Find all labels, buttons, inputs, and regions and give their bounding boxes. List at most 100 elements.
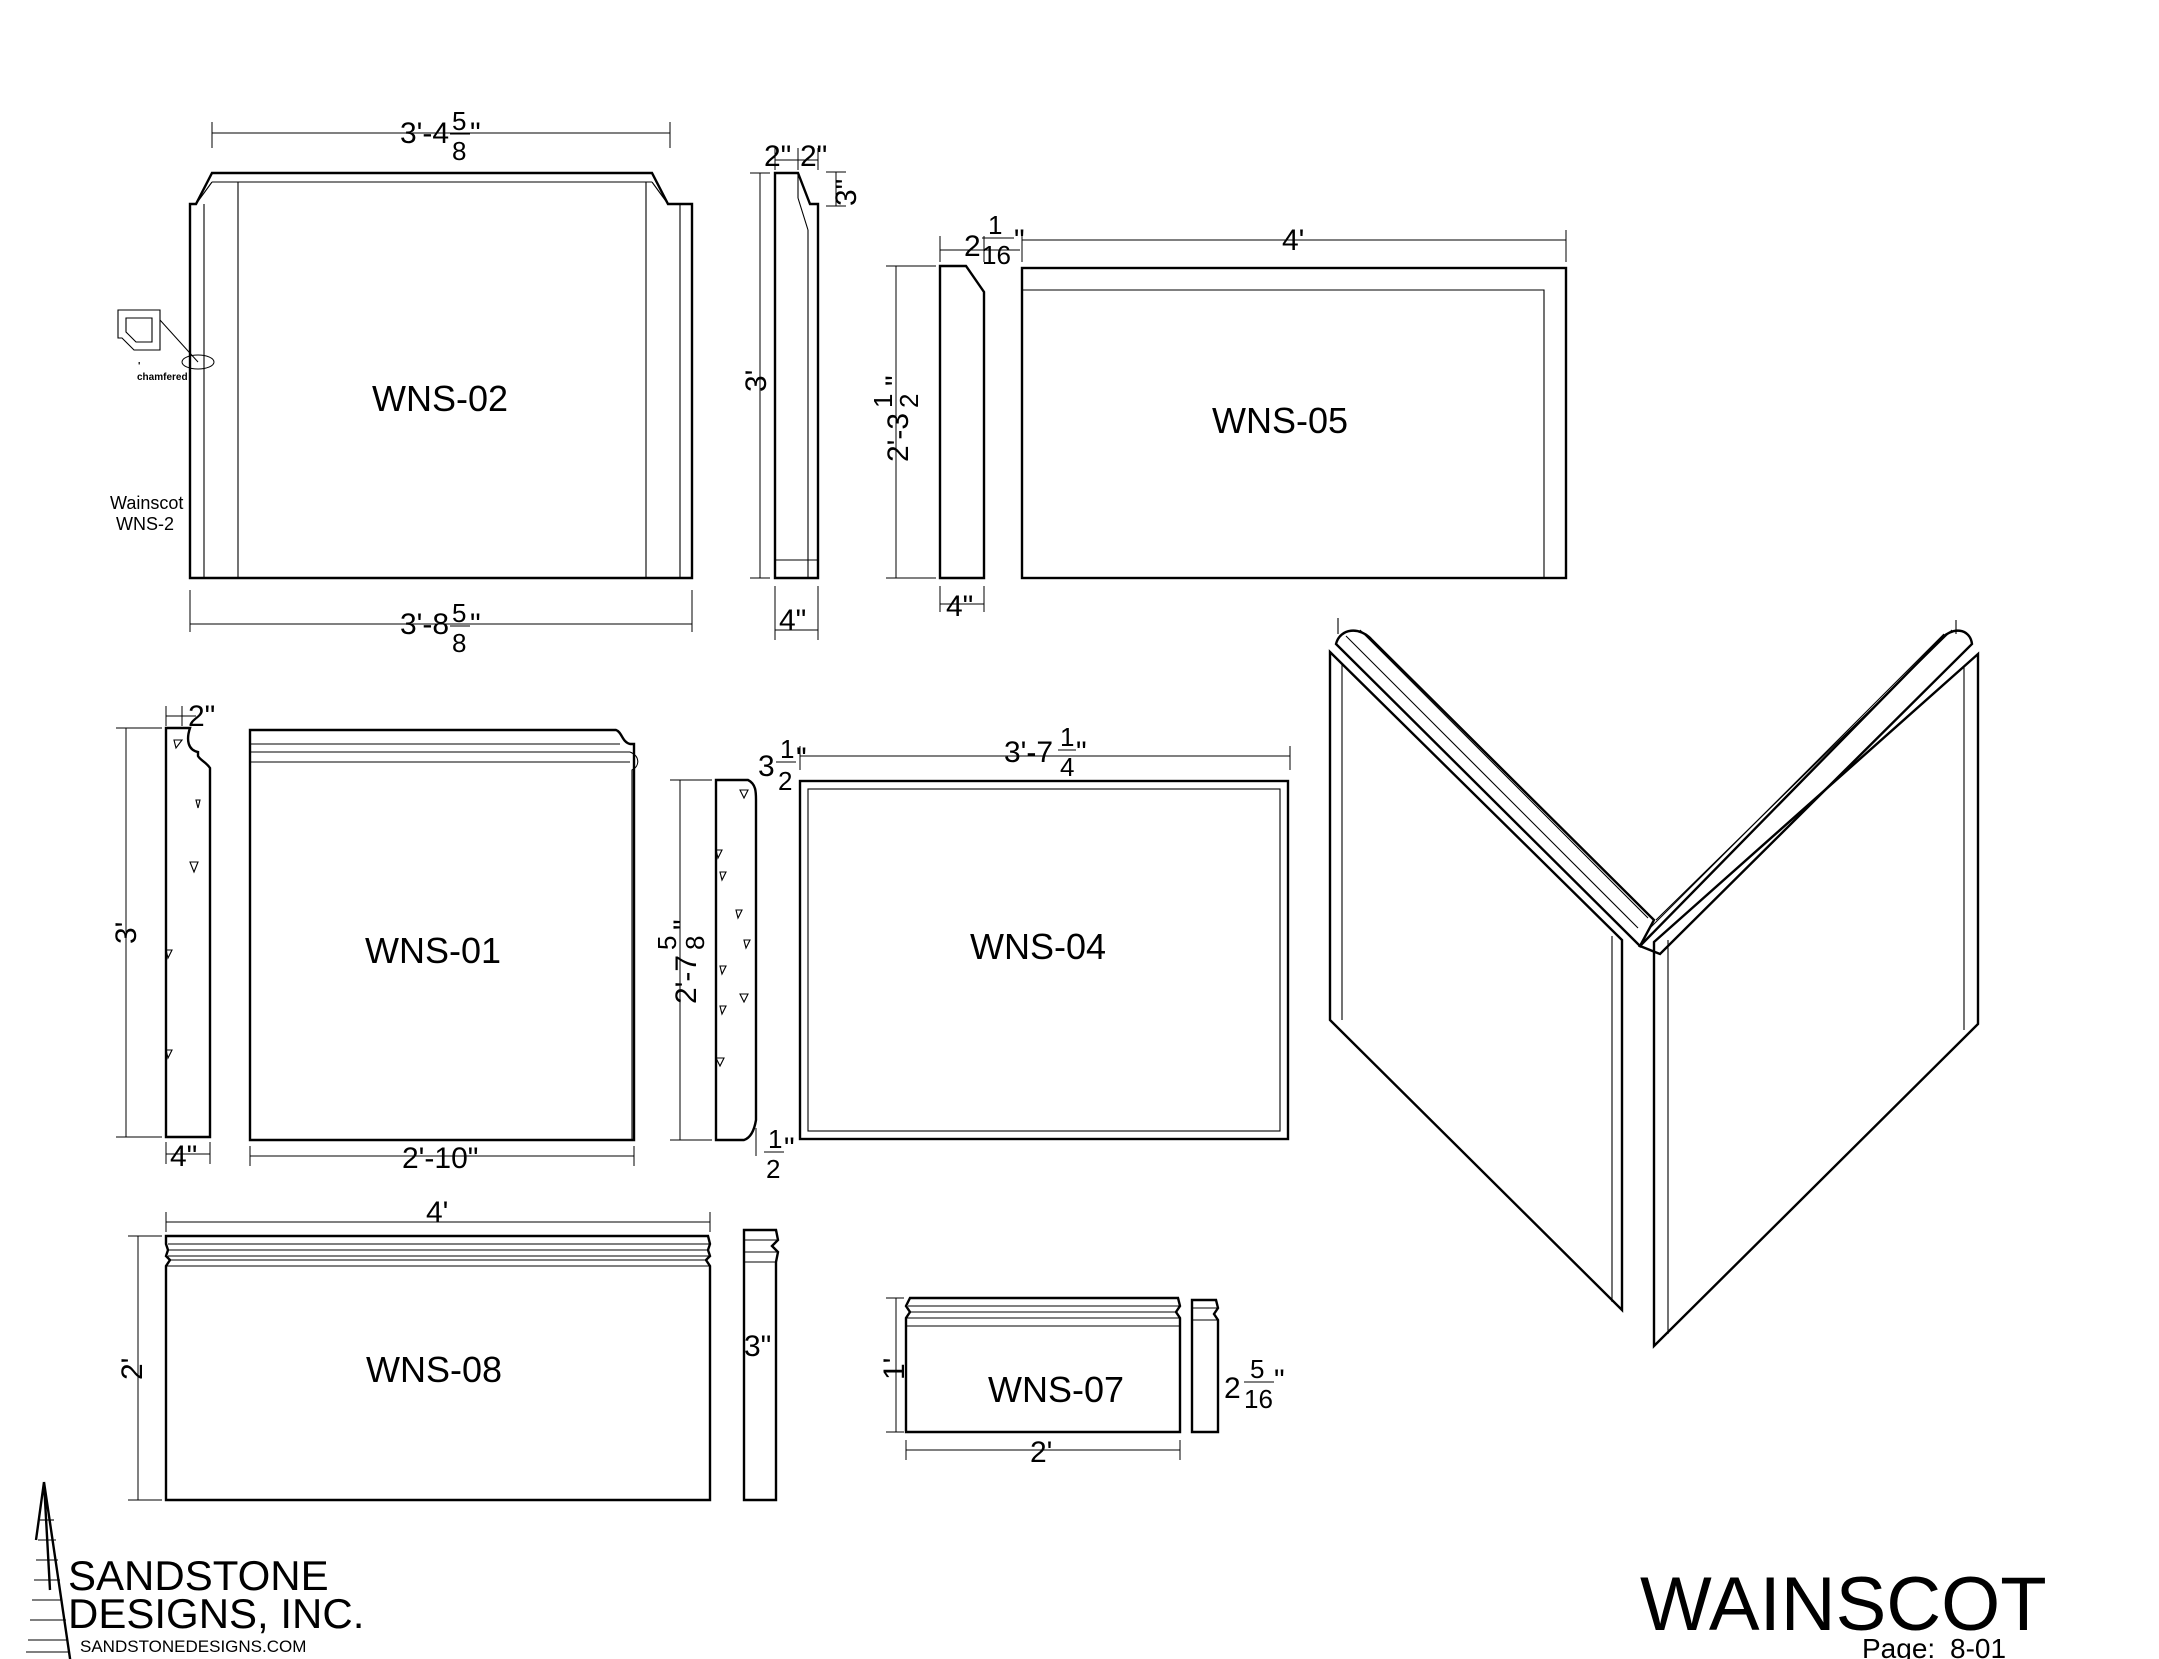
wns-04-side-bottom-den: 2 — [766, 1154, 780, 1184]
wns-04-width-num: 1 — [1060, 722, 1074, 752]
wns-07-profile-outline — [1190, 1298, 1220, 1434]
wns-05-label: WNS-05 — [1212, 400, 1348, 441]
wns-02-side-height-dim: 3' — [740, 370, 773, 392]
wns-02-profile-outline — [773, 171, 820, 580]
page-number: 8-01 — [1950, 1633, 2006, 1659]
wns-07-side-dim: 2 — [1224, 1372, 1241, 1405]
wns-04-side-top-dim: 3 — [758, 750, 775, 783]
wns-04-side-bottom-num: 1 — [768, 1124, 782, 1154]
wns-05-profile-outline — [938, 264, 986, 580]
svg-text:": " — [796, 742, 807, 775]
svg-text:": " — [784, 1132, 795, 1165]
title-block: WAINSCOT Page: 8-01 — [1640, 1562, 2047, 1659]
brand-name-line1: SANDSTONE — [68, 1552, 329, 1599]
wns-05-side-top-dim: 2 — [964, 230, 981, 263]
wns-04-width-den: 4 — [1060, 752, 1074, 782]
panel-wns-01: WNS-01 2'-10" — [248, 728, 639, 1175]
svg-text:": " — [1014, 224, 1025, 257]
wns-02-outline — [188, 171, 694, 580]
wns-01-outline — [248, 728, 636, 1142]
panel-wns-04: 3'-7 1 4 " WNS-04 — [798, 722, 1291, 1141]
chamfered-note: chamfered — [137, 372, 188, 383]
wns-02-top-dim-num: 5 — [452, 106, 466, 136]
panel-wns-08: WNS-08 4' 2' — [116, 1196, 712, 1502]
wns-08-profile-outline — [742, 1228, 780, 1502]
wns-07-label: WNS-07 — [988, 1369, 1124, 1410]
svg-text:": " — [470, 608, 481, 641]
wns-08-width-dim: 4' — [426, 1196, 448, 1229]
wns-02-side-bottom-dim: 4" — [779, 604, 806, 637]
wns-05-side-bottom-dim: 4" — [946, 590, 973, 623]
svg-text:": " — [880, 375, 913, 386]
svg-text:": " — [1076, 736, 1087, 769]
wns-07-side-den: 16 — [1244, 1384, 1273, 1414]
wainscot-callout-line2: WNS-2 — [116, 514, 174, 534]
wns-01-width-dim: 2'-10" — [402, 1142, 478, 1175]
wns-02-side-top-dim-2: 2" — [800, 140, 827, 173]
wns-04-width-dim: 3'-7 — [1004, 736, 1053, 769]
wns-02-bottom-dim: 3'-8 — [400, 608, 449, 641]
corner-left-cap — [1334, 629, 1656, 948]
wns-07-height-dim: 1' — [878, 1358, 911, 1380]
wns-07-side-num: 5 — [1250, 1354, 1264, 1384]
company-logo: SANDSTONE DESIGNS, INC. SANDSTONEDESIGNS… — [26, 1481, 364, 1659]
wns-01-label: WNS-01 — [365, 930, 501, 971]
wns-04-profile-outline — [714, 778, 758, 1142]
wns-08-outline — [164, 1234, 712, 1502]
svg-text:": " — [668, 919, 701, 930]
wns-02-side-right-dim: 3" — [830, 179, 863, 206]
wns-04-height-den: 8 — [680, 936, 710, 950]
wns-04-height-dim: 2'-7 — [670, 955, 703, 1004]
profile-wns-08: 3" — [742, 1228, 780, 1502]
page-label: Page: — [1862, 1633, 1935, 1659]
wns-07-outline — [904, 1296, 1182, 1434]
wns-02-bottom-dim-num: 5 — [452, 598, 466, 628]
chamfer-callout-circle — [181, 354, 215, 370]
panel-wns-05: 4' WNS-05 — [1020, 224, 1568, 580]
wns-05-height-den: 2 — [894, 394, 924, 408]
wns-04-outline — [798, 779, 1290, 1141]
wns-08-side-dim: 3" — [744, 1330, 771, 1363]
wainscot-callout-line1: Wainscot — [110, 493, 183, 513]
corner-left-face — [1328, 649, 1624, 1313]
sheet-title: WAINSCOT — [1640, 1562, 2047, 1647]
isometric-corner-view — [1328, 618, 1980, 1349]
wns-04-side-top-num: 1 — [780, 734, 794, 764]
wns-02-label: WNS-02 — [372, 378, 508, 419]
wns-04-height-num: 5 — [652, 936, 682, 950]
wns-05-height-num: 1 — [868, 394, 898, 408]
wns-05-side-top-den: 16 — [982, 240, 1011, 270]
corner-right-face — [1652, 651, 1980, 1349]
logo-pyramid-icon — [34, 1481, 72, 1659]
svg-text:": " — [1274, 1364, 1285, 1397]
chamfer-detail — [117, 309, 161, 351]
profile-wns-05: 2 1 16 " 2'-3 1 2 " 4" — [868, 210, 1025, 623]
brand-name-line2: DESIGNS, INC. — [68, 1590, 364, 1637]
profile-wns-02: 2" 2" 3" 3' 4" — [740, 140, 863, 640]
svg-text:": " — [470, 117, 481, 150]
wns-02-bottom-dim-den: 8 — [452, 628, 466, 658]
wns-05-width-dim: 4' — [1282, 224, 1304, 257]
wns-07-width-dim: 2' — [1030, 1436, 1052, 1469]
profile-wns-01: 2" 3' 4" — [110, 700, 215, 1173]
profile-wns-04: 3 1 2 " 2'-7 5 8 " 1 2 " — [652, 734, 807, 1184]
wns-04-side-top-den: 2 — [778, 766, 792, 796]
profile-wns-07: 2 5 16 " — [1190, 1298, 1285, 1434]
svg-text:': ' — [138, 361, 140, 372]
corner-right-cap — [1637, 629, 1974, 956]
panel-wns-07: WNS-07 2' 1' — [878, 1296, 1182, 1469]
wns-04-label: WNS-04 — [970, 926, 1106, 967]
wns-05-height-dim: 2'-3 — [882, 413, 915, 462]
wns-08-height-dim: 2' — [116, 1358, 149, 1380]
wns-02-top-dim-den: 8 — [452, 136, 466, 166]
wns-01-profile-outline — [164, 726, 212, 1139]
wns-08-label: WNS-08 — [366, 1349, 502, 1390]
wns-01-height-dim: 3' — [110, 922, 143, 944]
wns-01-top-dim: 2" — [188, 700, 215, 733]
wns-02-side-top-dim: 2" — [764, 140, 791, 173]
wns-05-outline — [1020, 266, 1568, 580]
panel-wns-02: WNS-02 3'-4 5 8 " 3'-8 5 8 " ' chamfered… — [110, 106, 694, 658]
brand-url: SANDSTONEDESIGNS.COM — [80, 1637, 306, 1656]
wns-01-bottom-dim: 4" — [170, 1140, 197, 1173]
